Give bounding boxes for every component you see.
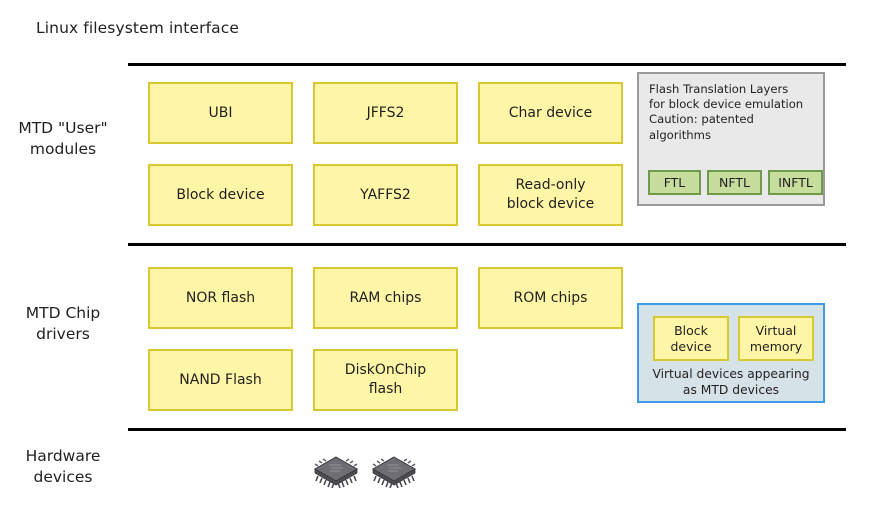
virtual-box-virtual-memory[interactable]: Virtual memory xyxy=(738,316,814,361)
virtual-box-block-device-line1: Block xyxy=(674,322,708,338)
module-box-block-device[interactable]: Block device xyxy=(148,164,293,226)
virtual-devices-caption-line1: Virtual devices appearing xyxy=(652,367,810,381)
module-box-read-only-block-device[interactable]: Read-only block device xyxy=(478,164,623,226)
ftl-panel: Flash Translation Layers for block devic… xyxy=(637,72,825,206)
ftl-panel-description: Flash Translation Layers for block devic… xyxy=(649,82,817,143)
ftl-item-ftl[interactable]: FTL xyxy=(648,170,701,195)
row-label-chip-drivers-line2: drivers xyxy=(36,325,90,343)
page-title: Linux filesystem interface xyxy=(36,19,239,37)
ftl-item-inftl[interactable]: INFTL xyxy=(768,170,823,195)
virtual-devices-panel: Block device Virtual memory Virtual devi… xyxy=(637,303,825,403)
chip-icon xyxy=(371,456,417,489)
row-label-user-modules-line2: modules xyxy=(29,140,97,158)
row-label-user-modules: MTD "User" modules xyxy=(0,118,126,160)
row-label-hardware-devices: Hardware devices xyxy=(0,446,126,488)
row-label-chip-drivers-line1: MTD Chip xyxy=(25,304,101,322)
module-box-char-device[interactable]: Char device xyxy=(478,82,623,144)
divider-chip-drivers xyxy=(128,428,846,431)
divider-user-modules xyxy=(128,243,846,246)
virtual-box-block-device[interactable]: Block device xyxy=(653,316,729,361)
driver-box-nand-flash[interactable]: NAND Flash xyxy=(148,349,293,411)
driver-box-diskonchip-flash[interactable]: DiskOnChip flash xyxy=(313,349,458,411)
module-box-read-only-line1: Read-only xyxy=(515,177,586,193)
driver-box-rom-chips[interactable]: ROM chips xyxy=(478,267,623,329)
hardware-chip-group xyxy=(305,452,425,492)
module-box-ubi[interactable]: UBI xyxy=(148,82,293,144)
driver-box-diskonchip-line1: DiskOnChip xyxy=(344,362,427,378)
virtual-box-virtual-memory-line1: Virtual xyxy=(755,322,797,338)
module-box-read-only-line2: block device xyxy=(506,196,595,212)
driver-box-ram-chips[interactable]: RAM chips xyxy=(313,267,458,329)
chip-icon xyxy=(313,456,359,489)
row-label-chip-drivers: MTD Chip drivers xyxy=(0,303,126,345)
row-label-user-modules-line1: MTD "User" xyxy=(18,119,108,137)
module-box-jffs2[interactable]: JFFS2 xyxy=(313,82,458,144)
ftl-description-line4: algorithms xyxy=(649,127,711,142)
module-box-yaffs2[interactable]: YAFFS2 xyxy=(313,164,458,226)
ftl-description-line1: Flash Translation Layers xyxy=(649,82,789,96)
virtual-devices-caption-line2: as MTD devices xyxy=(682,383,780,397)
virtual-devices-caption: Virtual devices appearing as MTD devices xyxy=(643,366,819,398)
row-label-hardware-devices-line1: Hardware xyxy=(25,447,101,465)
virtual-box-block-device-line2: device xyxy=(670,338,712,354)
ftl-item-nftl[interactable]: NFTL xyxy=(707,170,762,195)
driver-box-nor-flash[interactable]: NOR flash xyxy=(148,267,293,329)
ftl-description-line3: Caution: patented xyxy=(649,112,754,127)
divider-filesystem-interface xyxy=(128,63,846,66)
row-label-hardware-devices-line2: devices xyxy=(33,468,93,486)
ftl-description-line2: for block device emulation xyxy=(649,97,804,112)
virtual-box-virtual-memory-line2: memory xyxy=(749,338,803,354)
driver-box-diskonchip-line2: flash xyxy=(368,381,403,397)
